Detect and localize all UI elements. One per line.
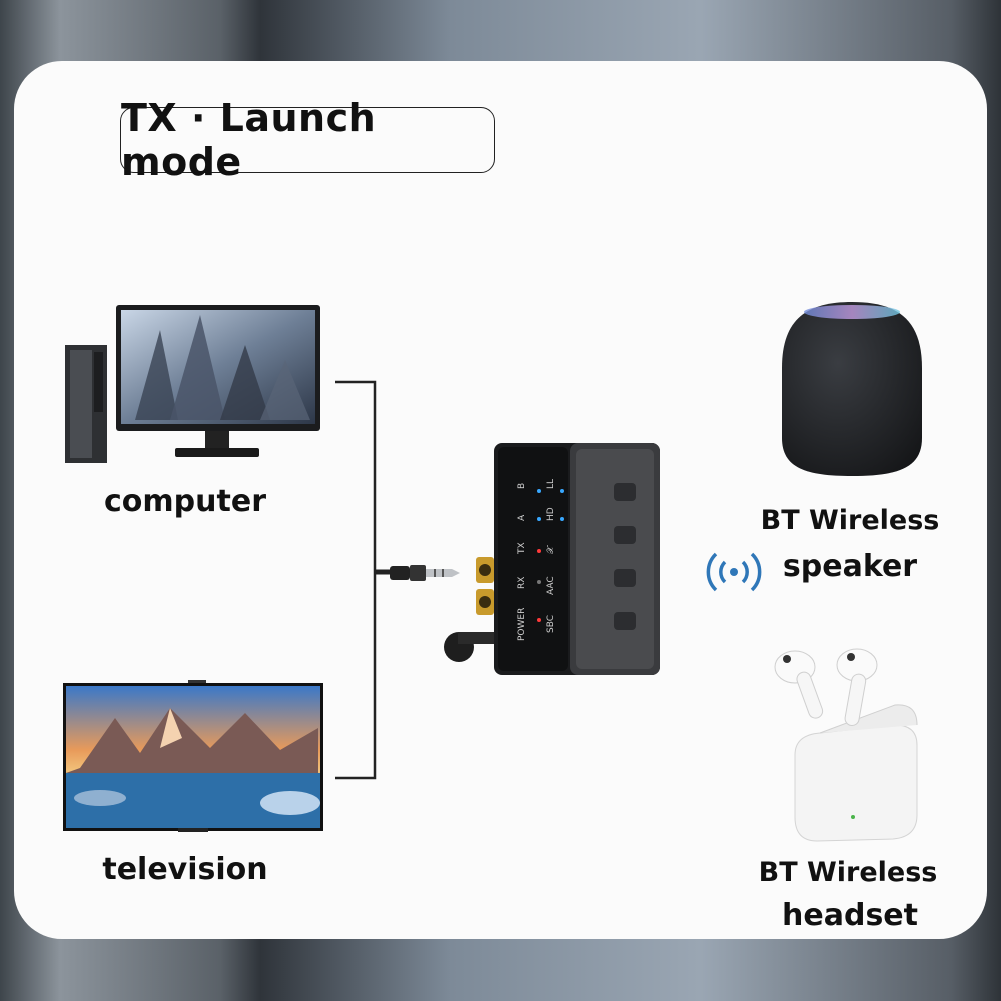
device-label-b: B xyxy=(517,483,527,489)
device-label-power: POWER xyxy=(517,608,527,641)
device-label-aac: AAC xyxy=(546,576,556,595)
audio-jack-plug xyxy=(390,565,460,581)
device-label-rx: RX xyxy=(517,577,527,589)
device-label-a: A xyxy=(517,514,527,521)
headset-label-line1: BT Wireless xyxy=(758,857,938,888)
television-illustration xyxy=(63,680,323,832)
television-label: television xyxy=(102,852,268,887)
device-label-sbc: SBC xyxy=(546,615,556,633)
speaker-label-line2: speaker xyxy=(782,549,918,584)
device-label-x: 𝒳 xyxy=(546,545,556,554)
speaker-label-line1: BT Wireless xyxy=(760,505,940,536)
headset-illustration xyxy=(774,648,918,842)
connection-lines xyxy=(335,380,392,780)
computer-label: computer xyxy=(104,484,266,519)
device-label-ll: LL xyxy=(546,479,556,489)
mode-title: TX · Launch mode xyxy=(120,96,495,184)
headset-label-line2: headset xyxy=(782,898,918,933)
device-label-tx: TX xyxy=(517,542,527,555)
device-label-hd: HD xyxy=(546,507,556,521)
bluetooth-transmitter-device: B LL A HD TX 𝒳 RX AAC POWER SBC xyxy=(444,443,660,675)
wireless-signal-icon xyxy=(706,552,762,592)
speaker-illustration xyxy=(782,302,922,476)
computer-illustration xyxy=(65,305,320,463)
